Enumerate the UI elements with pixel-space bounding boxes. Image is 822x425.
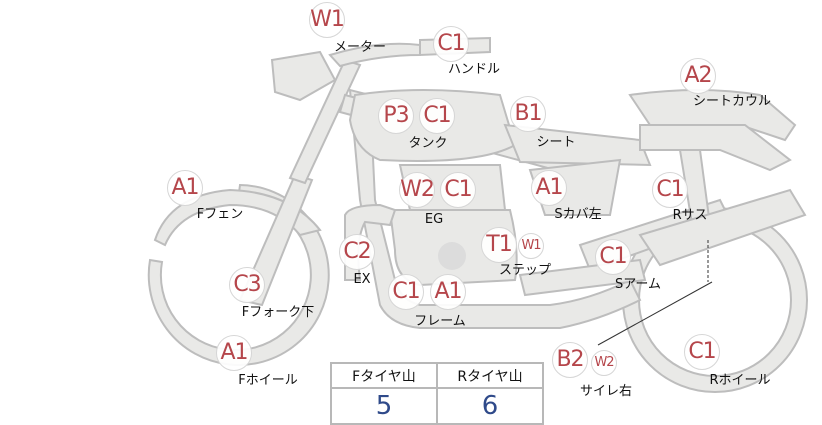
part-label-front-wheel: Fホイール [238,373,298,388]
damage-badge: C2 [339,234,375,270]
part-label-exhaust: EX [353,272,371,287]
damage-badge: A2 [680,58,716,94]
part-label-frame: フレーム [414,314,466,329]
damage-badge: C1 [440,172,476,208]
damage-badge: C1 [388,274,424,310]
part-label-tank: タンク [408,136,448,151]
damage-badge: B2 [552,342,588,378]
damage-badge: C1 [433,26,469,62]
damage-badge: W1 [309,2,345,38]
part-label-front-fender: Fフェン [196,207,244,222]
damage-badge: A1 [430,274,466,310]
damage-badge: C3 [229,267,265,303]
damage-badge: W2 [399,172,435,208]
damage-badge: C1 [595,239,631,275]
damage-badge: C1 [684,334,720,370]
damage-badge: W2 [591,350,617,376]
front-tire-value: 5 [330,387,438,425]
part-label-handle: ハンドル [447,62,501,77]
damage-badge: W1 [518,233,544,259]
part-label-rear-wheel: Rホイール [709,373,771,388]
part-label-meter: メーター [333,40,387,55]
part-label-seat: シート [536,135,576,150]
part-label-swing-arm: Sアーム [614,277,662,292]
part-label-engine: EG [424,212,444,227]
damage-badge: T1 [481,227,517,263]
rear-tire-value: 6 [436,387,544,425]
damage-badge: P3 [378,98,414,134]
damage-badge: C1 [652,172,688,208]
leader-line [597,281,713,346]
front-tire-header: Fタイヤ山 [330,362,438,389]
part-label-seat-cowl: シートカウル [692,94,772,109]
damage-badge: C1 [419,98,455,134]
damage-badge: A1 [167,170,203,206]
damage-badge: B1 [510,96,546,132]
part-label-side-cover-left: Sカバ左 [554,207,602,222]
tire-tread-table: Fタイヤ山 Rタイヤ山 5 6 [330,362,544,425]
part-label-rear-suspension: Rサス [672,208,708,223]
damage-badge: A1 [531,170,567,206]
rear-tire-header: Rタイヤ山 [436,362,544,389]
part-label-step: ステップ [498,263,552,278]
part-label-silencer-right: サイレ右 [579,384,633,399]
damage-badge: A1 [216,335,252,371]
part-label-front-fork-lower: Fフォーク下 [241,305,315,320]
